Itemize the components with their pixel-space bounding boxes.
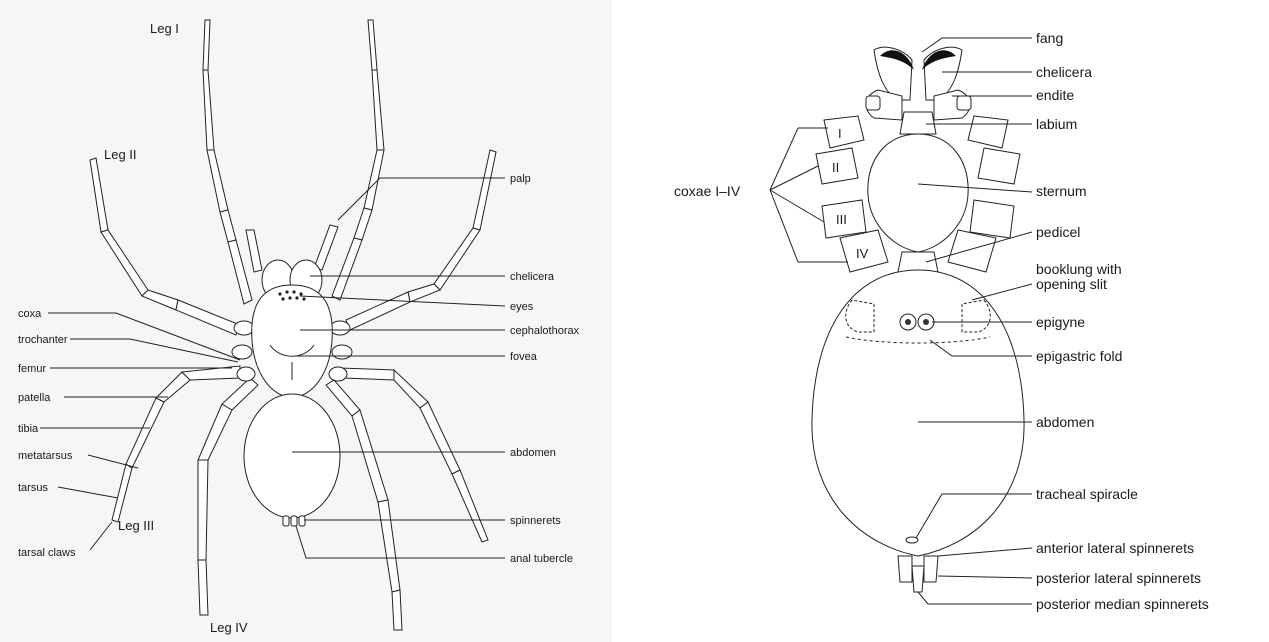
label-cephalothorax: cephalothorax [510,325,580,337]
label-chelicera: chelicera [510,271,555,283]
label-labium: labium [1036,116,1077,132]
palp-right [314,225,338,270]
label-epigastric-fold: epigastric fold [1036,348,1122,364]
pedicel-shape [898,252,938,272]
label-patella: patella [18,392,51,404]
label-leg-3: Leg III [118,518,154,533]
leg-4-left [198,378,258,615]
label-leg-1: Leg I [150,21,179,36]
label-fovea: fovea [510,351,538,363]
label-palp: palp [510,173,531,185]
label-spinnerets: spinnerets [510,515,561,527]
label-chelicera-v: chelicera [1036,64,1092,80]
leg-1-right [332,20,384,300]
coxae-leader-lines [770,128,848,262]
label-eyes: eyes [510,301,534,313]
label-pls: posterior lateral spinnerets [1036,570,1201,586]
abdomen-shape [244,394,340,518]
label-tracheal-spiracle: tracheal spiracle [1036,486,1138,502]
label-fang: fang [1036,30,1063,46]
label-booklung-2: opening slit [1036,276,1107,292]
leg-1-left [203,20,252,304]
numeral-coxa-2: II [832,160,839,175]
label-anal-tubercle: anal tubercle [510,553,573,565]
coxa [234,321,254,335]
leg-3-left [112,366,240,522]
labium-shape [900,112,936,134]
sternum-shape [868,134,968,252]
spinnerets-shape [283,516,305,526]
label-femur: femur [18,363,46,375]
label-tarsus: tarsus [18,482,48,494]
dorsal-spider-illustration: Leg I Leg II Leg III Leg IV coxa trochan… [0,0,612,642]
label-sternum: sternum [1036,183,1087,199]
label-epigyne: epigyne [1036,314,1085,330]
label-coxa: coxa [18,308,42,320]
label-als: anterior lateral spinnerets [1036,540,1194,556]
spinnerets-ventral [898,556,938,592]
label-tarsal-claws: tarsal claws [18,547,76,559]
dorsal-view-panel: Leg I Leg II Leg III Leg IV coxa trochan… [0,0,612,642]
numeral-coxa-4: IV [856,246,869,261]
label-trochanter: trochanter [18,334,68,346]
numeral-coxa-3: III [836,212,847,227]
abdomen-ventral-shape [812,270,1024,556]
label-coxae: coxae I–IV [674,183,741,199]
label-abdomen-v: abdomen [1036,414,1094,430]
numeral-coxa-1: I [838,126,842,141]
label-metatarsus: metatarsus [18,450,73,462]
ventral-spider-illustration: I II III IV coxae I–IV fang chelicera en… [612,0,1269,642]
label-leg-2: Leg II [104,147,137,162]
label-pms: posterior median spinnerets [1036,596,1209,612]
palp-left [246,230,262,272]
label-leg-4: Leg IV [210,620,248,635]
label-abdomen: abdomen [510,447,556,459]
label-booklung-1: booklung with [1036,261,1122,277]
leg-4-right [326,380,402,630]
cephalothorax-shape [252,285,333,398]
ventral-view-panel: I II III IV coxae I–IV fang chelicera en… [612,0,1269,642]
label-pedicel: pedicel [1036,224,1080,240]
label-endite: endite [1036,87,1074,103]
leg-2-right [346,150,496,330]
leg-3-right [340,368,488,542]
label-tibia: tibia [18,423,39,435]
